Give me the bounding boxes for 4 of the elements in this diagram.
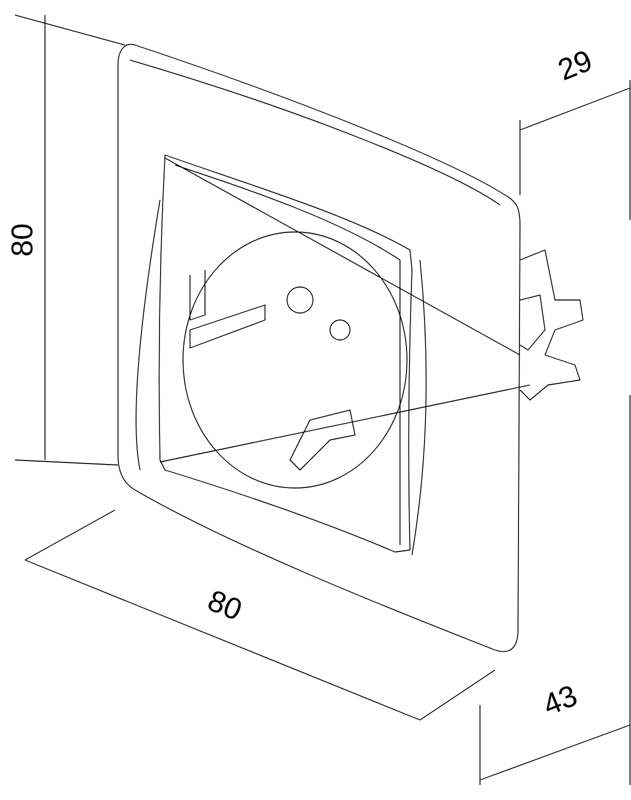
- dimension-label: 43: [546, 686, 576, 712]
- dimension-label: 29: [558, 52, 590, 80]
- dimension-label: 80: [208, 591, 241, 619]
- dimension-label: 80: [11, 224, 33, 256]
